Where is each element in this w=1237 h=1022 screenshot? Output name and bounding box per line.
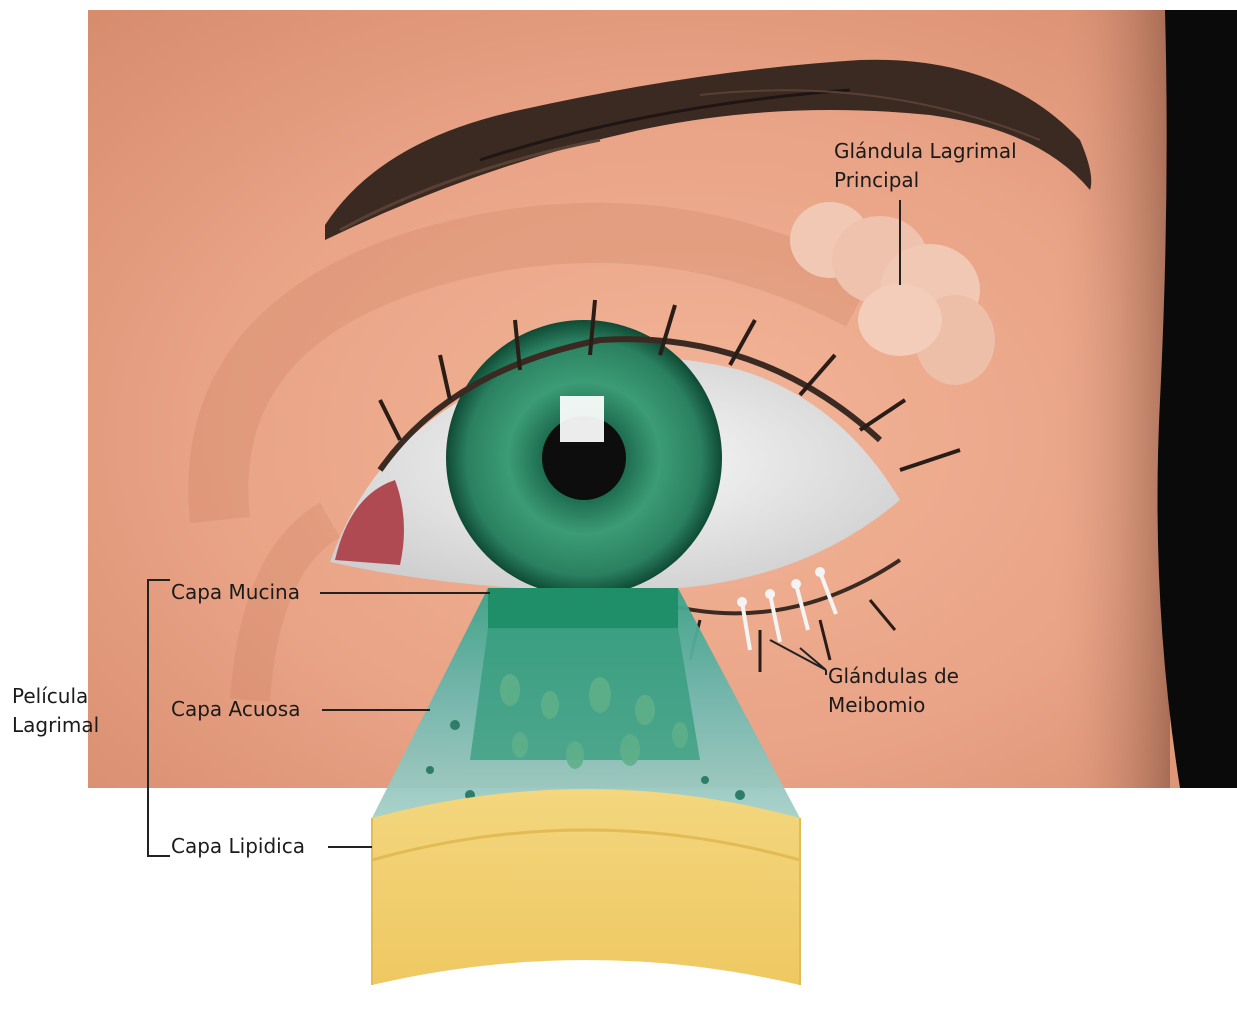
label-meibomian-line-1: Glándulas de xyxy=(828,662,959,691)
label-lacrimal-gland-line-2: Principal xyxy=(834,166,1017,195)
lipid-layer-block xyxy=(372,789,800,985)
label-lacrimal-gland-line-1: Glándula Lagrimal xyxy=(834,137,1017,166)
label-tear-film-line-1: Película xyxy=(12,682,99,711)
label-meibomian-line-2: Meibomio xyxy=(828,691,959,720)
label-lipid-layer: Capa Lipidica xyxy=(171,832,305,861)
label-aqueous-layer: Capa Acuosa xyxy=(171,695,300,724)
label-mucin-layer: Capa Mucina xyxy=(171,578,300,607)
label-lacrimal-gland: Glándula Lagrimal Principal xyxy=(834,137,1017,195)
label-tear-film: Película Lagrimal xyxy=(12,682,99,740)
label-meibomian-glands: Glándulas de Meibomio xyxy=(828,662,959,720)
label-tear-film-line-2: Lagrimal xyxy=(12,711,99,740)
